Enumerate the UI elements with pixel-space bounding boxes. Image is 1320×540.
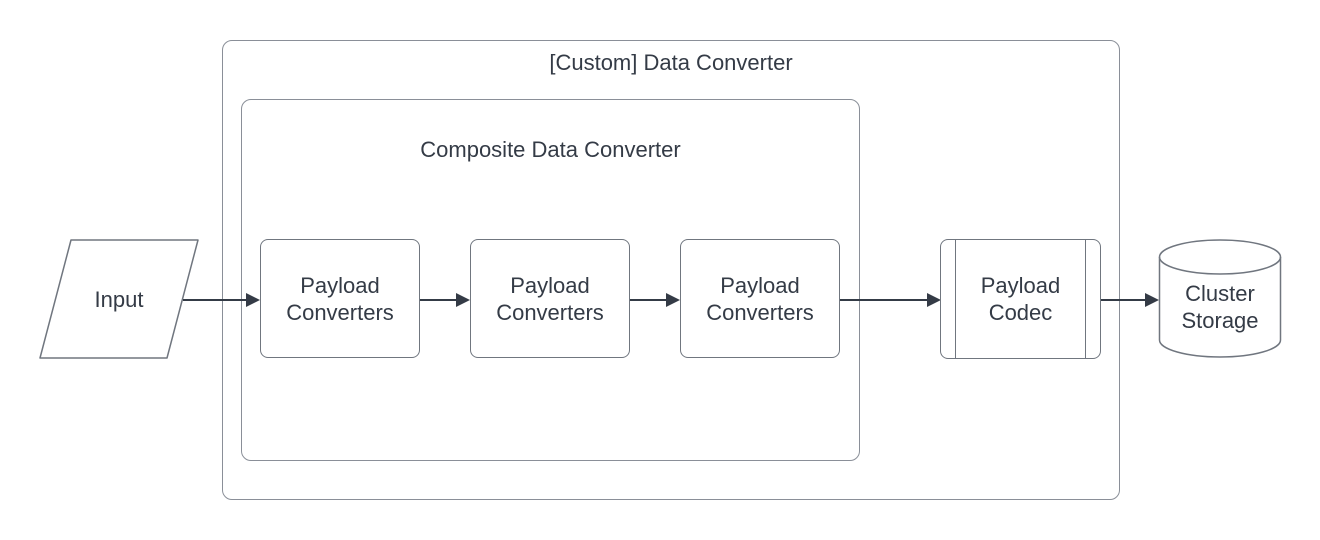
cylinder-shape (1158, 239, 1282, 358)
codec-right-bar (1085, 240, 1086, 358)
arrow-head (1145, 293, 1159, 307)
payload-converters-2-node: Payload Converters (470, 239, 630, 358)
arrow-line (840, 299, 929, 301)
cluster-storage-label: Cluster Storage (1181, 280, 1259, 333)
container-custom-data-converter: [Custom] Data Converter (222, 40, 1120, 500)
arrow-payload-converters-1-to-2 (420, 293, 470, 307)
arrow-head (927, 293, 941, 307)
arrow-line (420, 299, 458, 301)
cluster-storage-node: Cluster Storage (1158, 238, 1282, 360)
payload-converters-3-label: Payload Converters (706, 272, 814, 325)
composite-data-converter-label: Composite Data Converter (420, 137, 681, 162)
payload-converters-2-label: Payload Converters (496, 272, 604, 325)
payload-converters-1-node: Payload Converters (260, 239, 420, 358)
container-composite-data-converter: Composite Data Converter (241, 99, 860, 461)
arrow-line (1101, 299, 1147, 301)
input-node: Input (38, 238, 200, 360)
input-label: Input (94, 286, 144, 312)
codec-left-bar (955, 240, 956, 358)
arrow-head (666, 293, 680, 307)
arrow-head (246, 293, 260, 307)
arrow-codec-to-cluster-storage (1101, 293, 1159, 307)
arrow-payload-converters-2-to-3 (630, 293, 680, 307)
arrow-line (630, 299, 668, 301)
payload-codec-node: Payload Codec (940, 239, 1101, 359)
arrow-line (183, 299, 248, 301)
arrow-payload-converters-3-to-codec (840, 293, 941, 307)
payload-codec-label: Payload Codec (980, 273, 1061, 325)
parallelogram-shape (39, 239, 199, 359)
custom-data-converter-label: [Custom] Data Converter (549, 50, 793, 75)
payload-converters-1-label: Payload Converters (286, 272, 394, 325)
payload-converters-3-node: Payload Converters (680, 239, 840, 358)
arrow-input-to-payload-converters-1 (183, 293, 260, 307)
arrow-head (456, 293, 470, 307)
